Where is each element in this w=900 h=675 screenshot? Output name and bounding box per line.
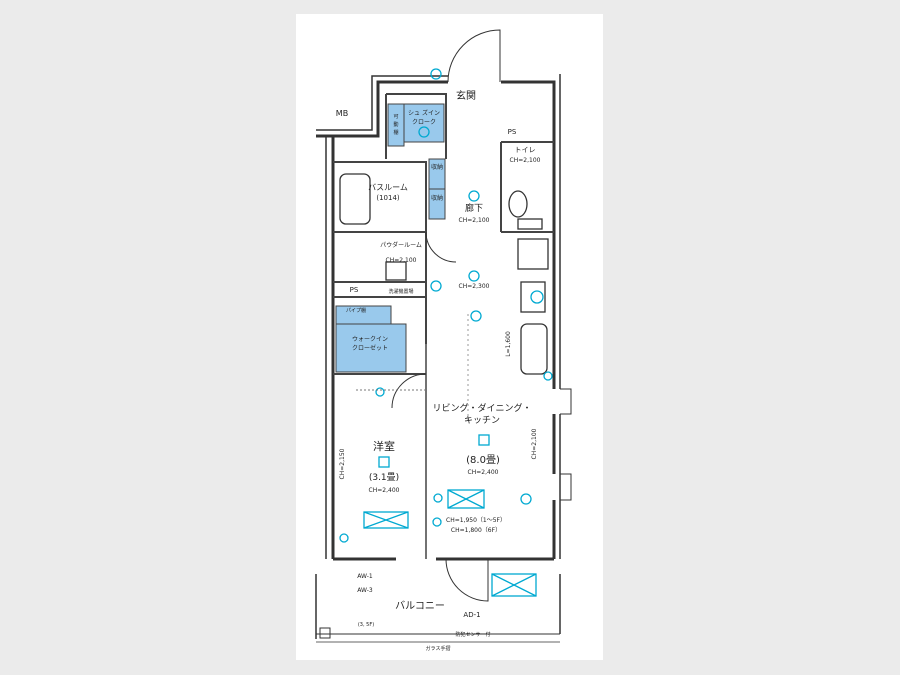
label-glass-railing: ガラス手摺 [426, 645, 451, 652]
stove-icon [520, 281, 546, 313]
label-bathroom: バスルーム [368, 183, 408, 192]
label-corridor-ch: CH=2,100 [459, 217, 490, 224]
door-swing-icon [425, 231, 457, 263]
label-ldk-ch: CH=2,400 [468, 469, 499, 476]
doors [391, 29, 572, 602]
wall-top-right [501, 80, 556, 389]
window-icon [560, 473, 572, 501]
label-ldk-size: (8.0畳) [466, 454, 500, 466]
label-powder-ch: CH=2,100 [386, 257, 417, 264]
label-l-dim: L=1,600 [505, 331, 512, 357]
label-aw-2: AW-3 [357, 587, 373, 594]
shoe-closet-fill [403, 103, 445, 143]
label-western-ch: CH=2,400 [369, 487, 400, 494]
light-icon [468, 190, 480, 202]
label-western-size: (3.1畳) [369, 472, 399, 483]
label-ldk: リビング・ダイニング・ [432, 402, 531, 414]
storage-fill-2 [428, 188, 446, 220]
label-washer: 洗濯機置場 [388, 288, 413, 295]
toilet-icon [508, 190, 528, 218]
door-swing-icon [391, 373, 427, 409]
label-window-ch-b: CH=1,800（6F） [451, 527, 501, 534]
label-shoe-cloak: クローク [412, 119, 436, 126]
light-icon [430, 280, 442, 292]
label-movable-shelf: 棚 [393, 129, 398, 136]
label-movable-shelf: 動 [393, 121, 398, 128]
label-ps-2: PS [350, 286, 359, 294]
label-corridor: 廊下 [465, 202, 483, 214]
label-toilet: トイレ [515, 146, 536, 154]
aircon-cross-icon [447, 489, 485, 509]
outlet-icon [339, 533, 349, 543]
wall-top-left-outer [316, 75, 448, 131]
storage-fills [335, 103, 446, 373]
aircon-cross-icon [363, 511, 409, 529]
ceiling-light-icon [478, 434, 490, 446]
label-movable-shelf: 可 [393, 114, 398, 120]
label-storage-1: 収納 [431, 163, 443, 171]
door-swing-icon [447, 29, 501, 83]
light-icon [468, 270, 480, 282]
aircon-icon [447, 489, 485, 509]
outlet-icon [432, 517, 442, 527]
drain-icon [319, 627, 331, 639]
label-mb: MB [336, 109, 348, 118]
label-pipe-shelf: パイプ棚 [346, 307, 366, 314]
label-powder-room: パウダールーム [380, 241, 422, 249]
label-bathroom-size: (1014) [376, 194, 400, 202]
door-swing-icon [445, 558, 489, 602]
walls [315, 74, 561, 639]
label-aw-1: AW-1 [357, 573, 373, 580]
bathroom-wall [333, 161, 427, 232]
washbasin-icon [385, 261, 407, 281]
label-western-ch-side: CH=2,150 [339, 448, 346, 479]
label-balcony: バルコニー [395, 600, 445, 612]
light-icon [470, 310, 482, 322]
light-icon [430, 68, 442, 80]
outdoor-unit-icon [491, 573, 537, 597]
fridge-icon [517, 238, 549, 270]
label-entrance: 玄関 [456, 89, 476, 102]
light-icon [418, 126, 430, 138]
aircon-icon [363, 511, 409, 529]
label-storage-2: 収納 [431, 194, 443, 202]
closet-fill [335, 323, 407, 373]
bathtub-icon [339, 173, 371, 225]
label-toilet-ch: CH=2,100 [510, 157, 541, 164]
label-ps-1: PS [508, 128, 517, 136]
label-ad-1: AD-1 [463, 611, 480, 619]
outlet-icon [520, 493, 532, 505]
label-western-room: 洋室 [373, 439, 395, 453]
interior-walls [333, 93, 554, 559]
label-sensor: 防犯センサー付 [455, 631, 490, 638]
shoe-closet-wall [386, 93, 447, 159]
sink-icon [520, 323, 548, 375]
burner-icon [530, 290, 544, 304]
label-center-ch: CH=2,300 [459, 283, 490, 290]
outdoor-unit-cross-icon [491, 573, 537, 597]
label-ldk: キッチン [464, 415, 500, 426]
window-icon [560, 388, 572, 415]
fixtures [339, 68, 553, 597]
outlet-icon [433, 493, 443, 503]
ceiling-light-icon [378, 456, 390, 468]
toilet-sink-icon [517, 218, 543, 230]
label-ldk-ch-side: CH=2,100 [531, 428, 538, 459]
outlet-icon [543, 371, 553, 381]
label-window-ch-a: CH=1,950（1〜5F） [446, 517, 506, 524]
label-floors-note: (3, 5F) [358, 622, 374, 628]
wall-top-left [316, 80, 448, 138]
label-shoe-cloak: シュ ズイン [408, 109, 440, 117]
outlet-icon [375, 387, 385, 397]
label-walk-in-closet: ウォークイン [352, 335, 388, 343]
label-walk-in-closet: クローゼット [352, 344, 388, 352]
